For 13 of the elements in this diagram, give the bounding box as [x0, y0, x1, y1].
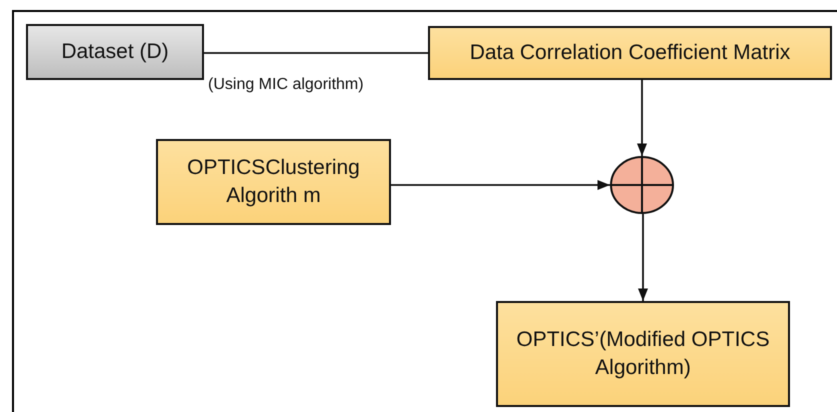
arrow [636, 80, 648, 156]
process-box [428, 26, 832, 80]
process-box [26, 24, 204, 80]
connector-line [204, 52, 428, 54]
box-label: OPTICSClustering Algorith m [186, 154, 361, 209]
process-box [156, 139, 391, 225]
process-box [496, 301, 790, 407]
arrow [638, 214, 648, 301]
box-label: Data Correlation Coefficient Matrix [470, 40, 790, 66]
box-label: Dataset (D) [61, 38, 169, 65]
arrow [391, 180, 610, 190]
box-label: OPTICS’(Modified OPTICS Algorithm) [515, 326, 771, 381]
edge-label: (Using MIC algorithm) [206, 76, 366, 94]
